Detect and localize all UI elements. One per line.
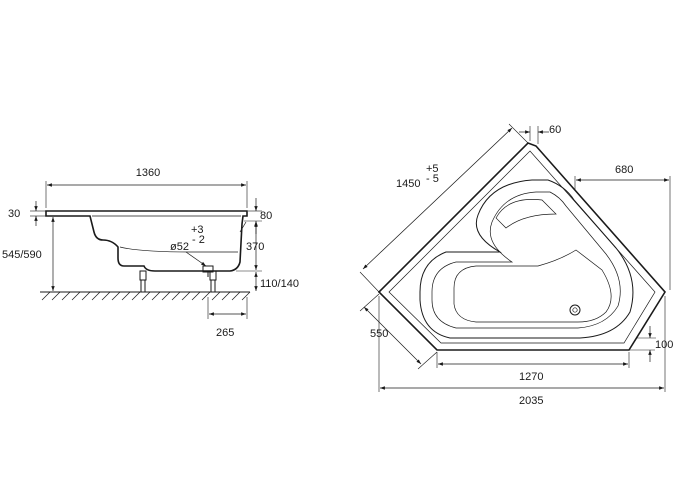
dim-side-550: 550 (359, 293, 438, 370)
top-drain (569, 304, 581, 316)
drain-annotation: +3 - 2 ø52 (170, 224, 207, 267)
dim-front-100: 100 (629, 326, 673, 362)
dim-rim-height-label: 80 (260, 210, 272, 222)
dim-inner-1270: 1270 (436, 352, 630, 383)
dim-right-stack: 80 370 110/140 (236, 198, 299, 291)
drain-diameter-label: ø52 (170, 241, 189, 253)
drain-tol-plus: +3 (191, 224, 204, 236)
dim-inner-1270-label: 1270 (519, 371, 543, 383)
dim-rim-top: 30 (8, 201, 46, 226)
dim-drain-offset-label: 265 (216, 327, 234, 339)
dim-front-100-label: 100 (655, 339, 673, 351)
side-view: 1360 30 545/590 80 370 110/140 (2, 167, 299, 339)
tub-leg-left (139, 270, 147, 293)
dim-drain-offset: 265 (207, 297, 248, 339)
dim-diagonal: 1450 +5 - 5 (359, 123, 529, 293)
tub-basin (419, 179, 634, 339)
drain-fitting (202, 265, 214, 277)
dim-rim-top-label: 30 (8, 208, 20, 220)
top-view: 1450 +5 - 5 60 680 550 (359, 123, 673, 407)
drain-tol-minus: - 2 (192, 234, 205, 246)
dim-side-680: 680 (574, 164, 671, 290)
dim-total-2035: 2035 (378, 296, 666, 407)
dim-side-680-label: 680 (615, 164, 633, 176)
dim-total-2035-label: 2035 (519, 395, 543, 407)
dim-inner-depth-label: 370 (246, 241, 264, 253)
dim-total-height: 545/590 (2, 217, 55, 291)
dim-diagonal-tol-minus: - 5 (426, 173, 439, 185)
dim-total-height-label: 545/590 (2, 249, 42, 261)
dim-diagonal-label: 1450 (396, 178, 420, 190)
dim-length-label: 1360 (136, 167, 160, 179)
floor-line (40, 291, 251, 301)
bathtub-profile (45, 210, 248, 293)
dim-length: 1360 (45, 167, 248, 208)
dim-corner-cut-label: 60 (549, 124, 561, 136)
dim-corner-cut: 60 (519, 124, 561, 144)
dim-leg-height-label: 110/140 (260, 278, 299, 290)
dim-diagonal-tol-plus: +5 (426, 163, 439, 175)
tub-leg-right (209, 270, 217, 293)
